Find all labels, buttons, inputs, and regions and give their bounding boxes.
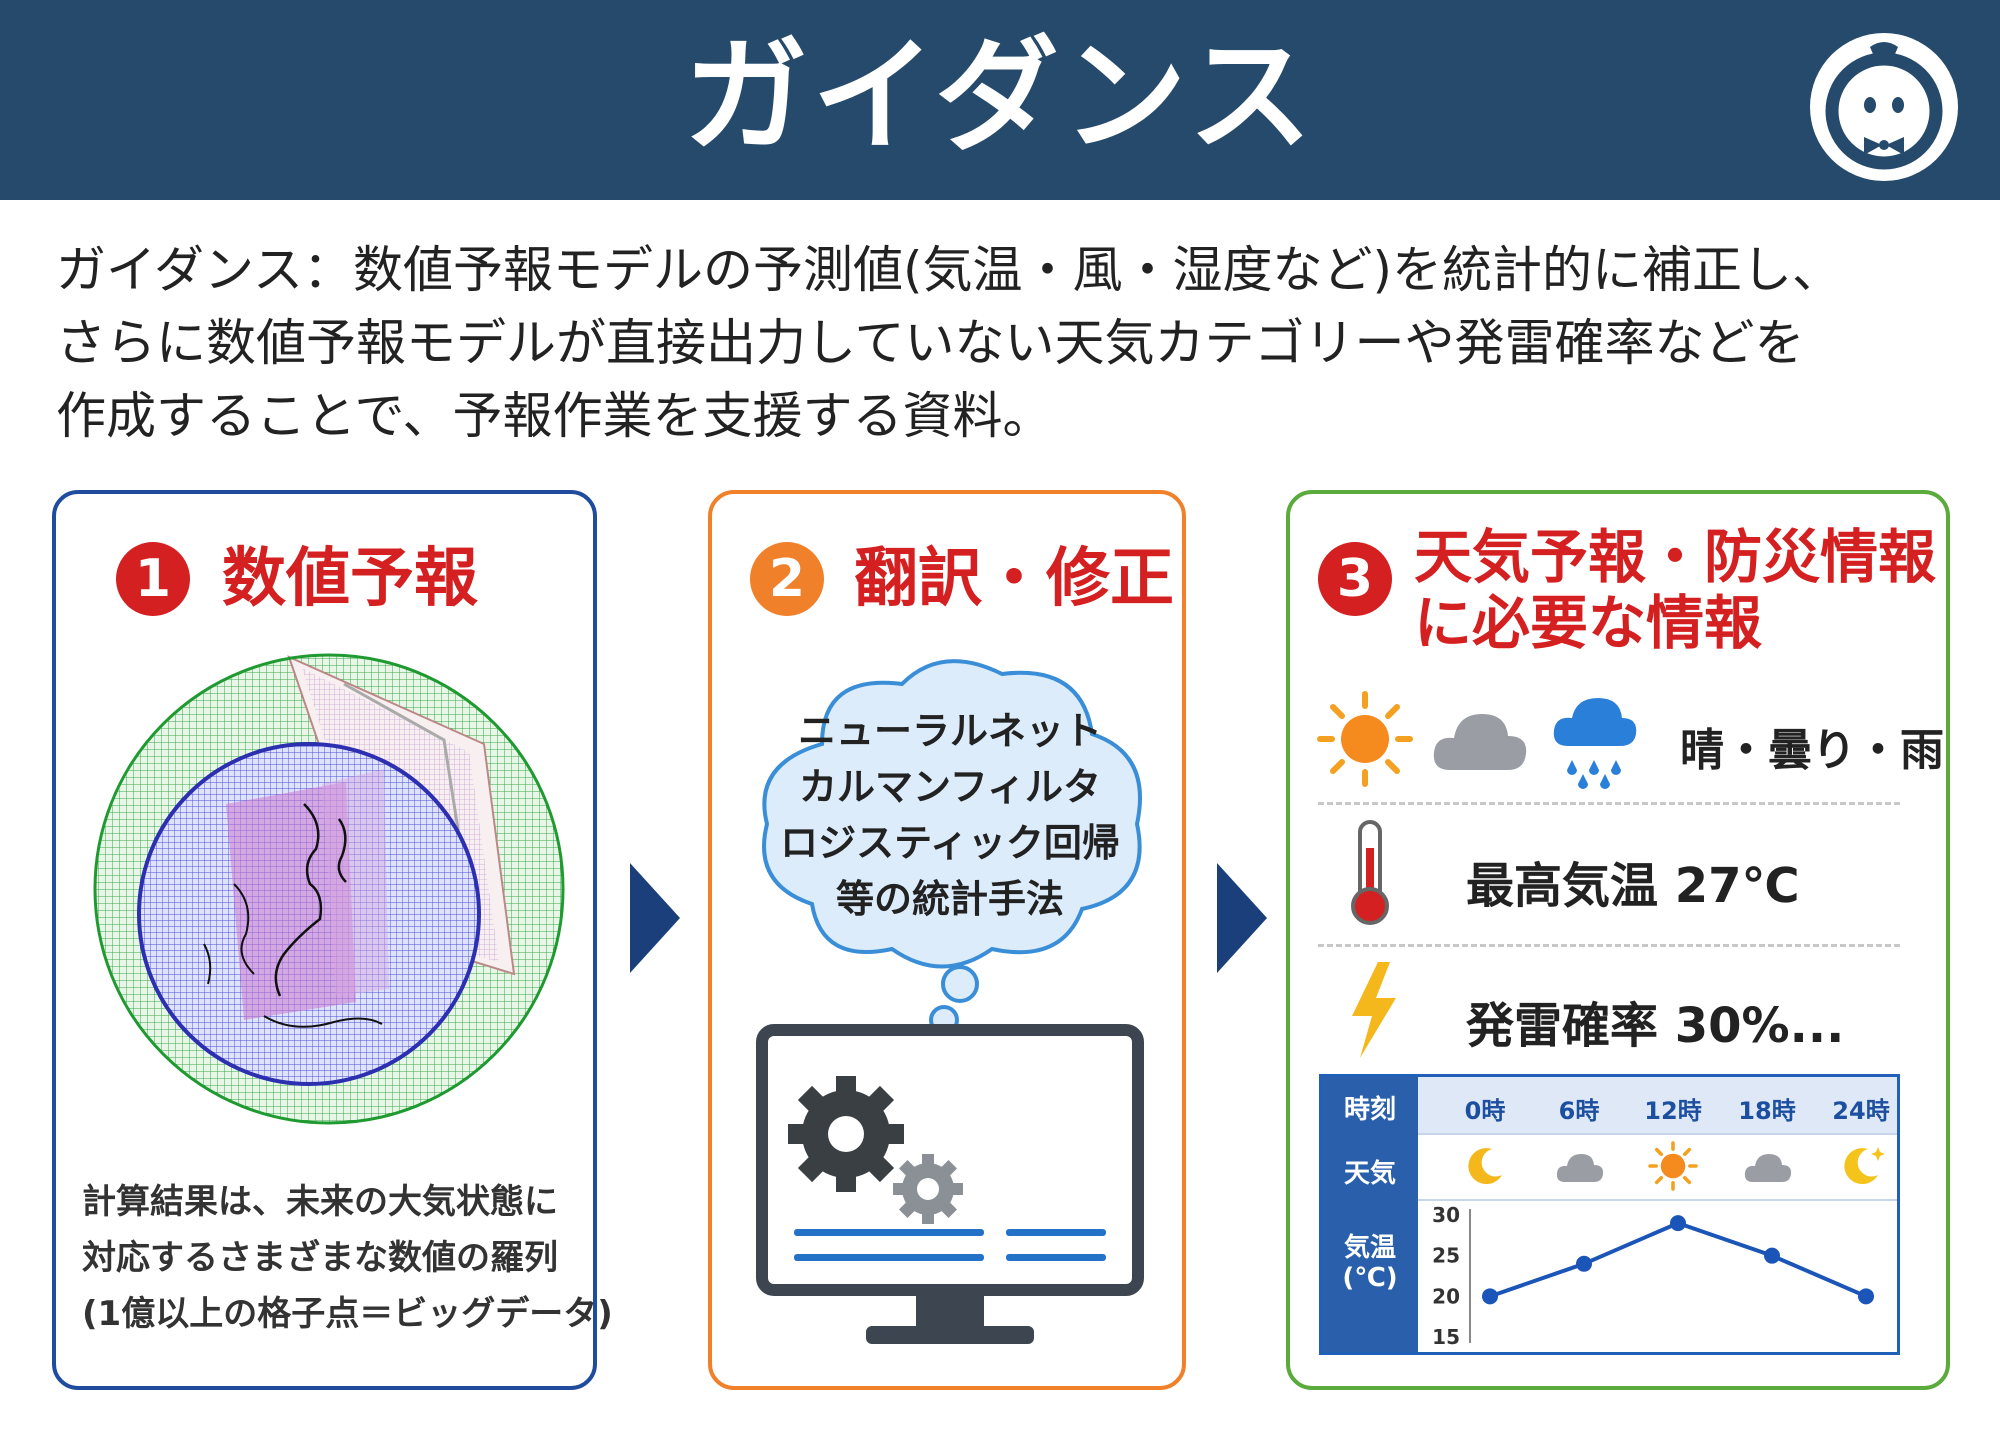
panel-title-line: 天気予報・防災情報: [1414, 523, 1937, 591]
method-item: 等の統計手法: [835, 877, 1064, 921]
thunder-probability-label: 発雷確率 30%...: [1466, 998, 1845, 1054]
panel-title-line: に必要な情報: [1414, 589, 1763, 657]
panel-title: 数値予報: [222, 542, 478, 616]
method-item: ロジスティック回帰: [780, 821, 1120, 865]
intro-line: ガイダンス：数値予報モデルの予測値(気温・風・湿度など)を統計的に補正し、: [56, 241, 1843, 299]
desc-line: 計算結果は、未来の大気状態に: [82, 1182, 558, 1222]
thought-cloud-icon: [762, 659, 1142, 1035]
gear-icon: [788, 1076, 904, 1192]
thermometer-icon: [1351, 820, 1389, 925]
temperature-point: [1858, 1288, 1874, 1305]
divider: [1318, 944, 1900, 947]
max-temperature-label: 最高気温 27℃: [1466, 858, 1800, 914]
table-hour-row: [1418, 1077, 1897, 1133]
computer-monitor-icon: [756, 1024, 1144, 1344]
method-item: ニューラルネット: [797, 709, 1102, 753]
temp-unit-label: (℃): [1342, 1263, 1398, 1293]
temperature-line-chart: 30 25 20 15: [1432, 1203, 1874, 1349]
hourly-forecast-table: 時刻 天気 気温 (℃) 0時 6時 12時 18時 24時 30 25 20 15: [1319, 1074, 1900, 1355]
moon-icon: [1844, 1147, 1884, 1185]
panel-title: 翻訳・修正: [854, 542, 1174, 616]
temperature-point: [1764, 1247, 1780, 1264]
desc-line: (1億以上の格子点＝ビッグデータ): [82, 1294, 613, 1334]
y-tick-label: 20: [1432, 1284, 1460, 1308]
y-tick-label: 30: [1432, 1203, 1460, 1227]
flow-arrow-icon: [1217, 863, 1267, 973]
sun-icon: [1317, 691, 1413, 787]
cloud-icon: [1433, 714, 1527, 770]
temperature-point: [1670, 1215, 1686, 1232]
y-tick-label: 15: [1432, 1325, 1460, 1349]
hour-label: 6時: [1558, 1097, 1600, 1125]
hour-label: 12時: [1644, 1097, 1702, 1125]
temp-row-label: 気温: [1343, 1233, 1396, 1263]
hour-label: 18時: [1738, 1097, 1796, 1125]
temperature-point: [1576, 1255, 1592, 1272]
sun-icon: [1648, 1141, 1698, 1191]
hour-label: 24時: [1832, 1097, 1890, 1125]
table-header-column: [1322, 1077, 1418, 1352]
header-bar: ガイダンス: [0, 0, 2000, 200]
cloud-icon: [1744, 1154, 1792, 1182]
weather-category-label: 晴・曇り・雨: [1680, 725, 1944, 776]
statistical-methods-list: ニューラルネット カルマンフィルタ ロジスティック回帰 等の統計手法: [760, 703, 1140, 927]
time-row-label: 時刻: [1343, 1095, 1396, 1125]
row-divider: [1418, 1133, 1897, 1135]
method-item: カルマンフィルタ: [798, 765, 1102, 809]
step-number-badge: 1: [116, 542, 190, 616]
intro-text: ガイダンス：数値予報モデルの予測値(気温・風・湿度など)を統計的に補正し、 さら…: [56, 234, 1956, 453]
weather-row-label: 天気: [1343, 1159, 1396, 1189]
intro-line: さらに数値予報モデルが直接出力していない天気カテゴリーや発雷確率などを: [56, 314, 1805, 372]
panel-translation-correction: 2 翻訳・修正: [708, 490, 1186, 1390]
temperature-point: [1482, 1288, 1498, 1305]
y-tick-label: 25: [1432, 1244, 1460, 1268]
lightning-icon: [1352, 962, 1396, 1058]
step-number-badge: 3: [1318, 542, 1392, 616]
intro-line: 作成することで、予報作業を支援する資料。: [56, 387, 1053, 445]
panel1-description: 計算結果は、未来の大気状態に 対応するさまざまな数値の羅列 (1億以上の格子点＝…: [82, 1174, 613, 1342]
globe-grid-icon: [93, 653, 565, 1125]
panel-title: 天気予報・防災情報 に必要な情報: [1414, 524, 1936, 656]
flow-arrow-icon: [630, 863, 680, 973]
row-divider: [1418, 1199, 1897, 1201]
page-title: ガイダンス: [683, 25, 1317, 169]
cloud-icon: [1556, 1154, 1604, 1182]
desc-line: 対応するさまざまな数値の羅列: [82, 1238, 558, 1278]
divider: [1318, 802, 1900, 805]
step-number-badge: 2: [750, 542, 824, 616]
panel-numerical-forecast: 1 数値予報: [52, 490, 613, 1390]
temperature-line: [1489, 1220, 1867, 1299]
rain-icon: [1553, 698, 1637, 789]
moon-icon: [1468, 1148, 1502, 1185]
mascot-logo-icon: [1810, 33, 1958, 181]
hour-label: 0時: [1464, 1097, 1506, 1125]
